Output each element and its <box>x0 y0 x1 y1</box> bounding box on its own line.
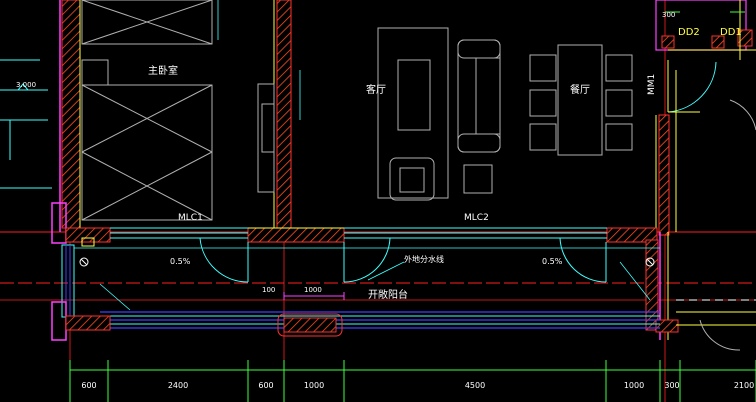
balcony-glazing <box>61 227 660 329</box>
room-label-living-room: 客厅 <box>366 83 386 96</box>
dim-label-100: 100 <box>262 286 275 294</box>
left-wall <box>51 0 111 247</box>
dimension-labels: 600 2400 600 1000 4500 1000 300 2100 <box>81 381 754 390</box>
dim-label: 600 <box>81 381 96 390</box>
door-label-mm1: MM1 <box>647 74 657 95</box>
window-label-mlc1: MLC1 <box>178 213 203 223</box>
dim-label: 1000 <box>624 381 644 390</box>
door-label-dd1: DD1 <box>720 27 742 38</box>
living-furniture <box>377 27 501 201</box>
room-label-balcony: 开敞阳台 <box>368 288 408 301</box>
right-wall <box>606 0 756 340</box>
door-label-dd2: DD2 <box>678 27 700 38</box>
bedroom-furniture <box>81 0 275 221</box>
dim-label: 600 <box>258 381 273 390</box>
level-label: 3.000 <box>16 81 36 89</box>
guide-lines <box>217 0 301 120</box>
room-label-master-bedroom: 主卧室 <box>148 64 178 77</box>
middle-wall <box>247 0 345 243</box>
dim-label: 1000 <box>304 381 324 390</box>
dim-label-300-top: 300 <box>662 11 675 19</box>
drain-line-label: 外地分水线 <box>404 254 444 264</box>
door-mm1 <box>667 60 717 113</box>
right-room-lines <box>675 70 756 351</box>
dim-label: 300 <box>664 381 679 390</box>
level-mark: 3.000 <box>0 59 52 189</box>
dim-label: 4500 <box>465 381 485 390</box>
balcony-doors <box>99 237 651 311</box>
slope-label-right: 0.5% <box>542 257 563 266</box>
room-label-dining-room: 餐厅 <box>570 83 590 96</box>
window-label-mlc2: MLC2 <box>464 213 489 223</box>
dim-label: 2100 <box>734 381 754 390</box>
dining-furniture <box>529 44 633 156</box>
dim-label: 2400 <box>168 381 188 390</box>
balcony-piers <box>51 301 343 341</box>
floor-drains <box>79 257 655 267</box>
slope-label-left: 0.5% <box>170 257 191 266</box>
dim-label-1000: 1000 <box>304 286 322 294</box>
dimension-line <box>69 360 756 402</box>
mid-dimension <box>283 292 345 300</box>
